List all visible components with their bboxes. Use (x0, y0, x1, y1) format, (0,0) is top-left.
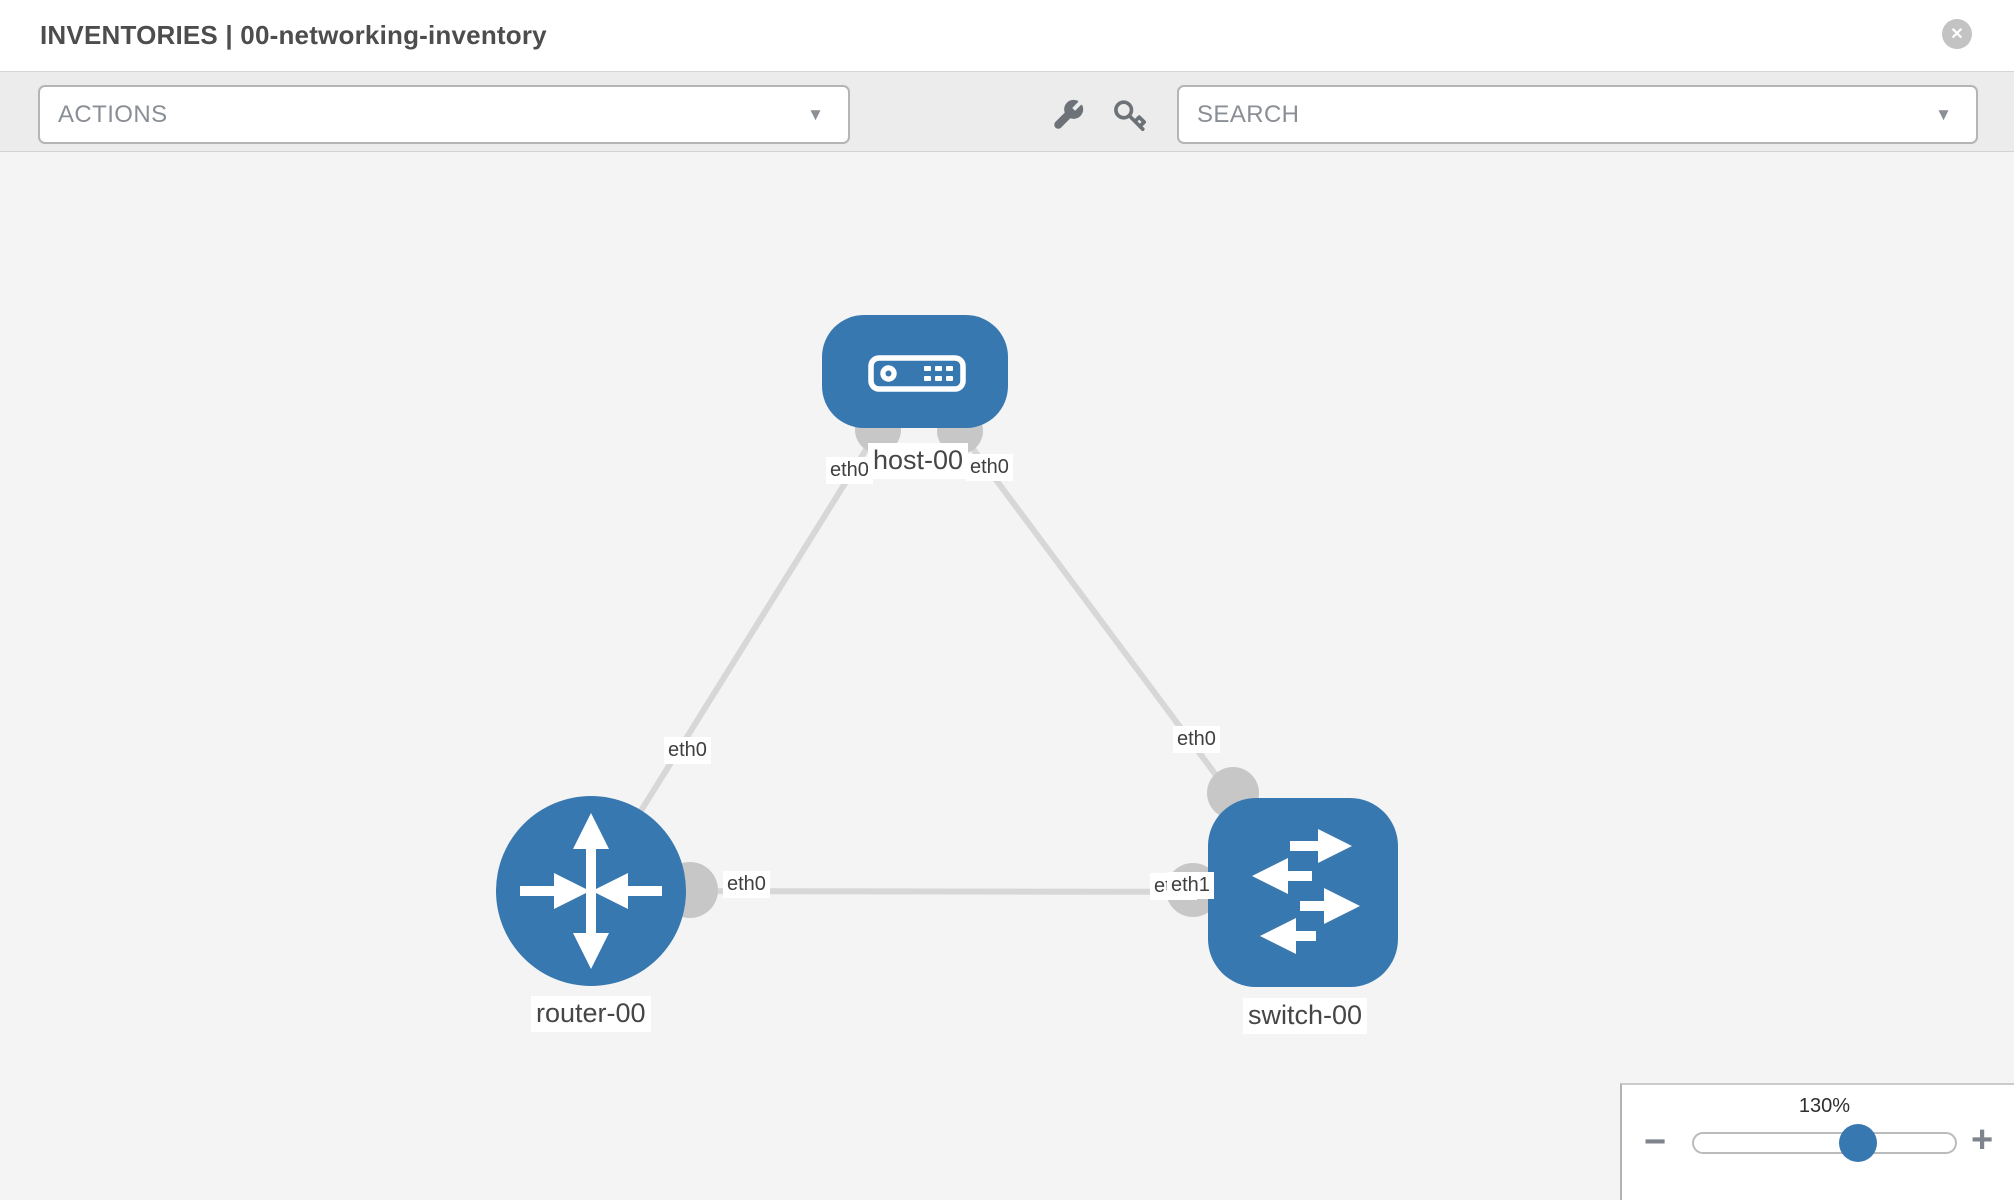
host-server-icon (868, 355, 966, 392)
node-label-switch: switch-00 (1243, 998, 1368, 1034)
interface-label: eth1 (1167, 872, 1214, 899)
interface-label: eth0 (826, 457, 873, 484)
search-dropdown-label: SEARCH (1197, 100, 1300, 128)
wrench-icon (1054, 99, 1084, 129)
minus-icon: − (1644, 1121, 1667, 1163)
zoom-slider-thumb[interactable] (1839, 1124, 1877, 1162)
credentials-button[interactable] (1113, 98, 1147, 132)
router-arrows-icon (520, 813, 662, 969)
zoom-out-button[interactable]: − (1644, 1123, 1666, 1161)
zoom-control-panel: 130% − + (1620, 1083, 2014, 1200)
node-switch[interactable] (1208, 798, 1398, 987)
close-button[interactable]: ✕ (1942, 19, 1972, 49)
node-label-router: router-00 (531, 996, 651, 1032)
page-title: INVENTORIES | 00-networking-inventory (40, 20, 547, 50)
toolbar: ACTIONS ▼ SEARCH ▼ (0, 72, 2014, 152)
actions-dropdown[interactable]: ACTIONS ▼ (38, 85, 850, 144)
interface-label: eth0 (723, 871, 770, 898)
interface-label: eth0 (664, 737, 711, 764)
configure-button[interactable] (1051, 98, 1085, 132)
zoom-slider[interactable] (1692, 1124, 1957, 1162)
zoom-level-value: 130% (1798, 1095, 1851, 1117)
zoom-in-button[interactable]: + (1971, 1121, 1993, 1159)
node-label-host: host-00 (868, 443, 969, 479)
node-router[interactable] (496, 796, 686, 986)
interface-label: eth0 (966, 454, 1013, 481)
window-header: INVENTORIES | 00-networking-inventory ✕ (0, 0, 2014, 72)
plus-icon: + (1971, 1119, 1994, 1161)
node-host[interactable] (822, 315, 1008, 428)
topology-canvas[interactable]: eth0 eth0 eth0 eth0 eth0 eth1 eth1 host-… (0, 152, 2014, 1200)
interface-label: eth0 (1173, 726, 1220, 753)
actions-dropdown-label: ACTIONS (58, 100, 168, 128)
close-icon: ✕ (1950, 26, 1964, 43)
switch-arrows-icon (1252, 829, 1360, 954)
search-dropdown[interactable]: SEARCH ▼ (1177, 85, 1978, 144)
chevron-down-icon: ▼ (1935, 104, 1952, 124)
chevron-down-icon: ▼ (807, 104, 824, 124)
key-icon (1114, 100, 1147, 132)
